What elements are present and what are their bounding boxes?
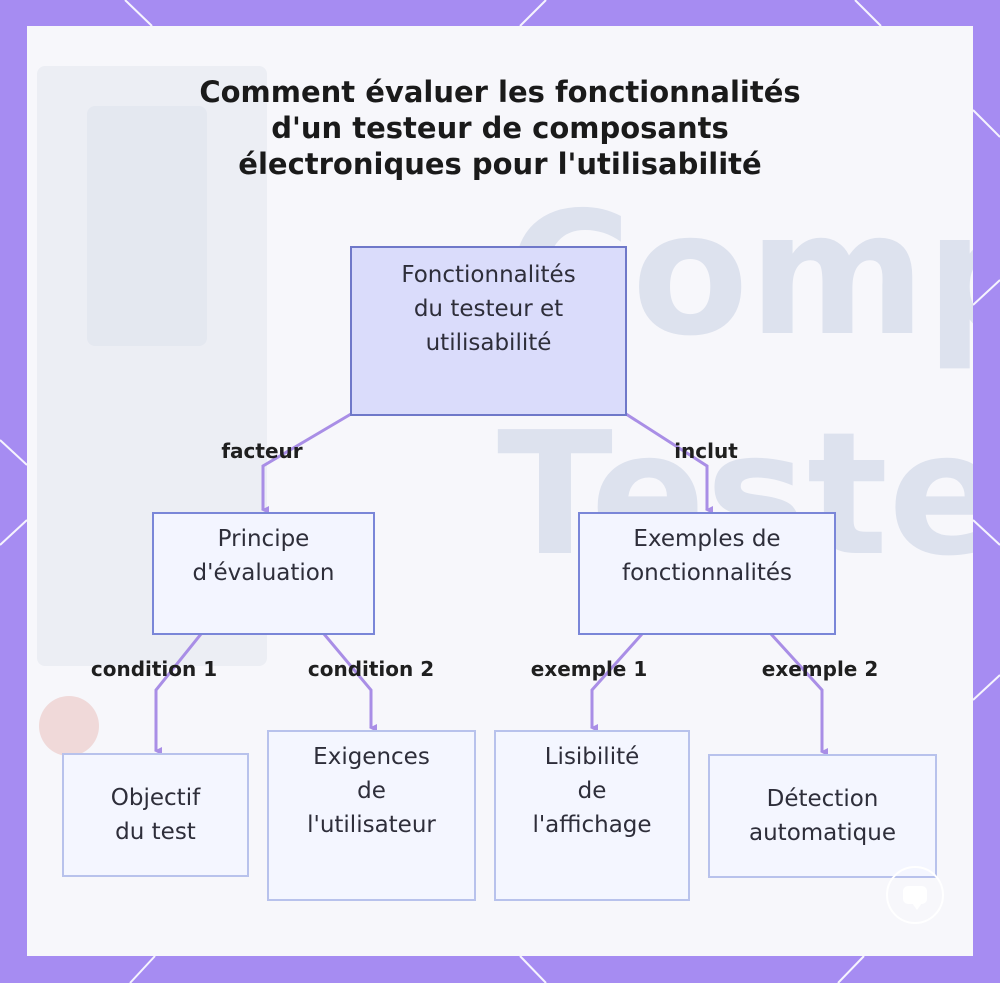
node-exemples-line-1: Exemples de bbox=[633, 526, 781, 552]
connector-facteur bbox=[261, 412, 352, 514]
edge-label-condition-2: condition 2 bbox=[307, 657, 435, 681]
node-lisibilite-line-3: l'affichage bbox=[532, 812, 652, 838]
background-red-blob bbox=[39, 696, 99, 756]
connector-exemple-2 bbox=[769, 632, 828, 756]
connector-condition-1 bbox=[154, 633, 203, 755]
node-exigences-line-2: de bbox=[357, 778, 386, 804]
node-detection-line-2: automatique bbox=[749, 820, 896, 846]
node-detection-automatique: Détection automatique bbox=[708, 754, 937, 878]
node-lisibilite-line-1: Lisibilité bbox=[544, 744, 640, 770]
node-principe-line-2: d'évaluation bbox=[192, 560, 335, 586]
background-device-screen bbox=[87, 106, 207, 346]
node-exigences-line-1: Exigences bbox=[313, 744, 430, 770]
node-lisibilite-line-2: de bbox=[577, 778, 607, 804]
node-exigences-line-3: l'utilisateur bbox=[307, 812, 436, 838]
edge-label-exemple-2: exemple 2 bbox=[761, 657, 879, 681]
edge-label-inclut: inclut bbox=[674, 439, 738, 463]
node-objectif-line-1: Objectif bbox=[110, 785, 201, 811]
node-exigences-utilisateur: Exigences de l'utilisateur bbox=[267, 730, 476, 901]
node-root-line-1: Fonctionnalités bbox=[401, 262, 576, 288]
connector-inclut bbox=[625, 412, 713, 514]
node-objectif-line-2: du test bbox=[115, 819, 196, 845]
diagram-title: Comment évaluer les fonctionnalités d'un… bbox=[0, 74, 1000, 182]
node-exemples-fonctionnalites: Exemples de fonctionnalités bbox=[578, 512, 836, 635]
node-detection-line-1: Détection bbox=[766, 786, 879, 812]
node-root-line-3: utilisabilité bbox=[425, 330, 552, 356]
title-line-1: Comment évaluer les fonctionnalités bbox=[199, 75, 801, 109]
node-root-line-2: du testeur et bbox=[413, 296, 564, 322]
title-line-2: d'un testeur de composants bbox=[271, 111, 729, 145]
edge-label-condition-1: condition 1 bbox=[90, 657, 218, 681]
edge-label-exemple-1: exemple 1 bbox=[530, 657, 648, 681]
node-lisibilite-affichage: Lisibilité de l'affichage bbox=[494, 730, 690, 901]
title-line-3: électroniques pour l'utilisabilité bbox=[238, 147, 762, 181]
connector-exemple-1 bbox=[590, 633, 644, 732]
connector-condition-2 bbox=[322, 633, 377, 732]
node-principe-evaluation: Principe d'évaluation bbox=[152, 512, 375, 635]
node-exemples-line-2: fonctionnalités bbox=[621, 560, 793, 586]
chat-bubble-logo-icon bbox=[886, 866, 944, 924]
node-objectif-test: Objectif du test bbox=[62, 753, 249, 877]
node-principe-line-1: Principe bbox=[217, 526, 310, 552]
node-root-fonctionnalites: Fonctionnalités du testeur et utilisabil… bbox=[350, 246, 627, 416]
edge-label-facteur: facteur bbox=[221, 439, 303, 463]
